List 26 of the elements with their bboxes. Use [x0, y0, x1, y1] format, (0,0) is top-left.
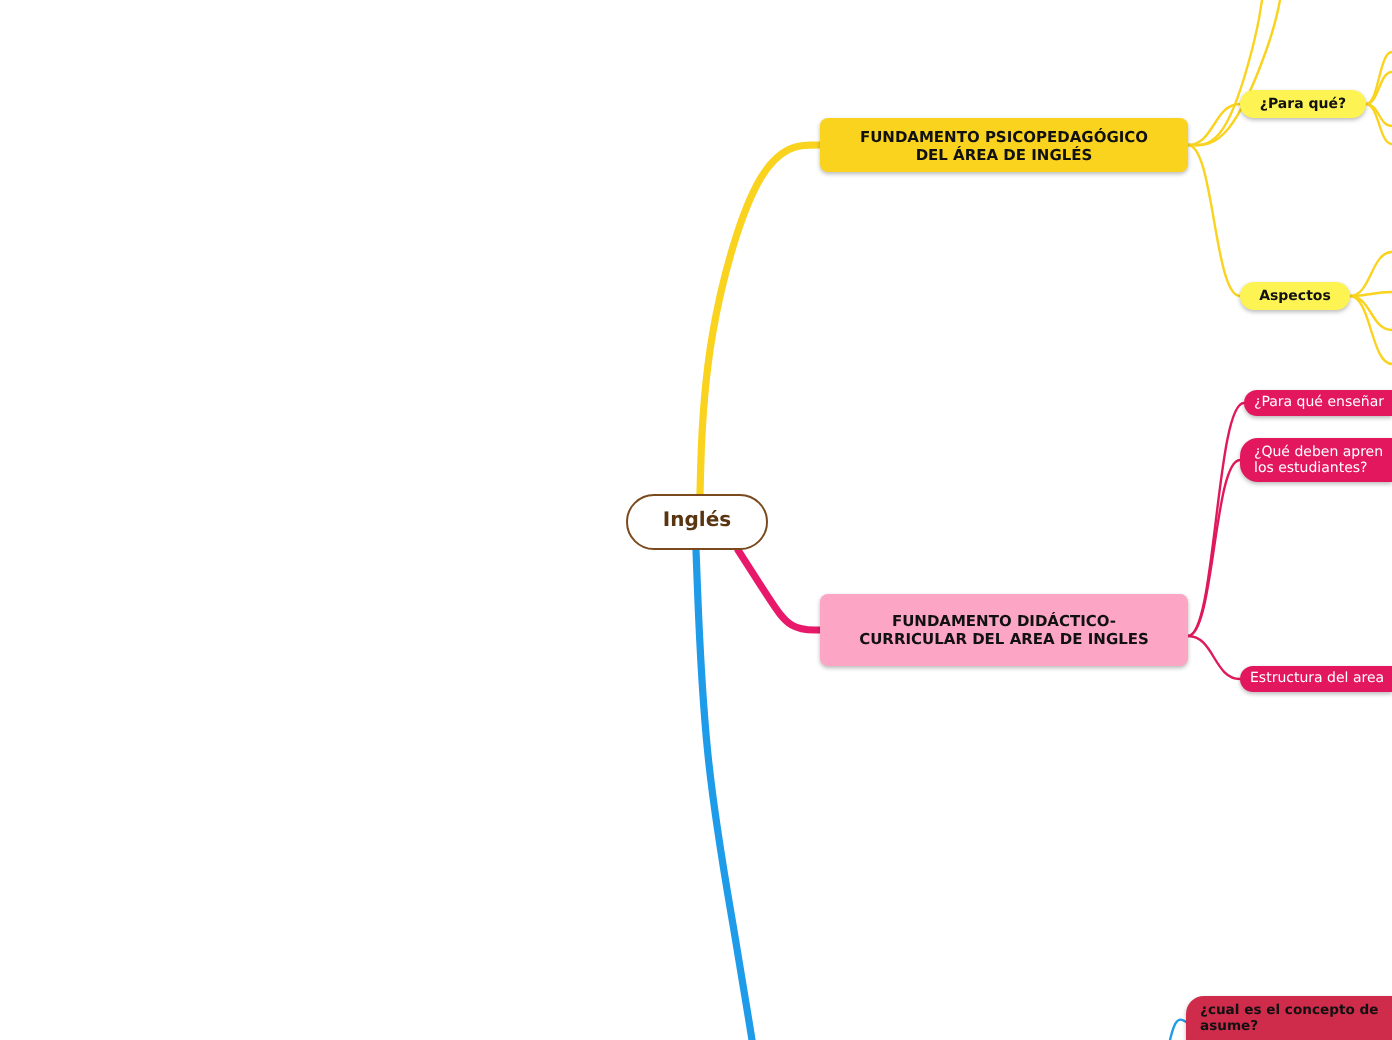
branch-line	[696, 141, 824, 498]
branch-line	[1186, 102, 1242, 147]
branch-line	[1186, 458, 1242, 638]
branch-line	[1348, 294, 1392, 332]
topic-box	[820, 118, 1188, 172]
subtopic-pill	[1186, 996, 1392, 1040]
subtopic-pill	[1240, 282, 1350, 310]
branch-line	[1364, 50, 1392, 106]
branch-line	[692, 546, 756, 1040]
branch-line	[1186, 0, 1282, 147]
branch-line	[1364, 102, 1392, 128]
branch-line	[1348, 250, 1392, 298]
branch-line	[1364, 102, 1392, 146]
subtopic-pill	[1240, 666, 1392, 692]
branch-line	[734, 546, 824, 634]
branch-line	[1168, 1018, 1188, 1040]
branch-line	[1364, 70, 1392, 106]
central-topic	[626, 494, 768, 550]
branch-line	[1186, 634, 1242, 681]
topic-label: Inglés	[662, 510, 732, 534]
branch-line	[1348, 294, 1392, 366]
subtopic-pill	[1244, 390, 1392, 416]
subtopic-pill	[1240, 438, 1392, 482]
branch-line	[1186, 143, 1242, 298]
subtopic-pill	[1240, 90, 1366, 118]
topic-box	[820, 594, 1188, 666]
